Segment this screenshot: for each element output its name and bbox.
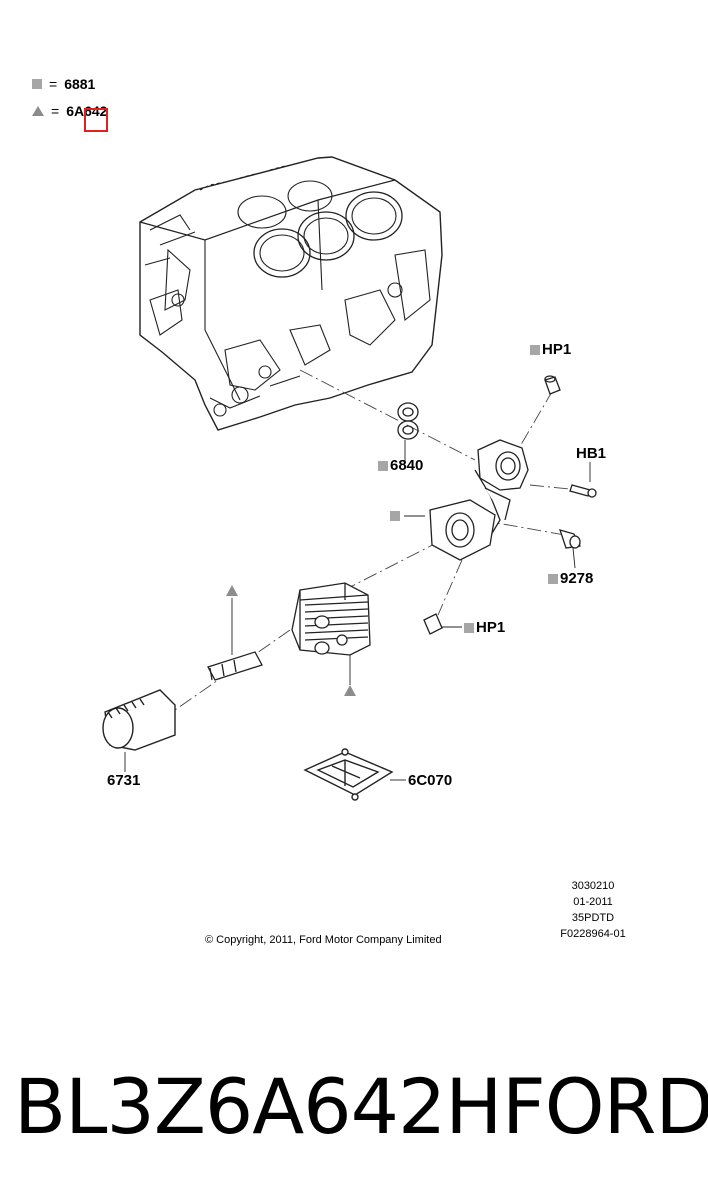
bolt-hb1-illustration (569, 484, 597, 498)
callout-hp1-top: HP1 (530, 341, 571, 358)
engine-block-illustration (139, 156, 443, 431)
callout-6840-label: 6840 (390, 457, 424, 474)
callout-9278-label: 9278 (560, 570, 594, 587)
square-marker-icon (32, 79, 42, 89)
callout-6840: 6840 (378, 457, 423, 474)
callout-hb1-label: HB1 (576, 445, 607, 462)
callout-hb1: HB1 (576, 445, 606, 462)
callout-hp1-top-label: HP1 (542, 341, 572, 358)
callout-hp1-bottom-label: HP1 (476, 619, 506, 636)
oil-filter-6731-illustration (102, 689, 176, 751)
callout-9278: 9278 (548, 570, 593, 587)
legend-square-code: 6881 (64, 76, 96, 92)
highlight-box (84, 108, 108, 132)
legend-equals: = (49, 76, 58, 92)
square-marker-icon (548, 573, 558, 584)
info-line-2: 01-2011 (573, 896, 613, 908)
callout-6731: 6731 (107, 772, 140, 789)
legend-triangle-code: 6A642 (66, 103, 108, 119)
legend-equals: = (51, 103, 60, 119)
callout-hp1-bottom: HP1 (464, 619, 505, 636)
gasket-6840-illustration (397, 402, 419, 440)
legend-triangle-row: = 6A642 (32, 103, 107, 119)
triangle-marker-upper (226, 585, 238, 596)
callout-6c070-label: 6C070 (408, 772, 453, 789)
callout-6c070: 6C070 (408, 772, 452, 789)
info-line-4: F0228964-01 (560, 928, 626, 940)
callout-6731-label: 6731 (107, 772, 141, 789)
square-marker-icon (390, 511, 400, 521)
oil-filter-adapter-illustration (429, 439, 529, 561)
copyright-text: © Copyright, 2011, Ford Motor Company Li… (205, 934, 442, 946)
square-marker-icon (464, 622, 474, 633)
plug-hp1-top-illustration (544, 375, 561, 395)
cover-6c070-illustration (303, 748, 394, 801)
center-tube-illustration (207, 651, 263, 681)
triangle-marker-icon (32, 106, 44, 116)
square-marker-icon (378, 460, 388, 471)
plug-hp1-bottom-illustration (423, 613, 443, 635)
sensor-9278-illustration (558, 529, 581, 549)
triangle-marker-lower (344, 685, 356, 696)
legend-square-row: = 6881 (32, 76, 95, 92)
info-block: 3030210 01-2011 35PDTD F0228964-01 (548, 878, 638, 942)
square-marker-icon (530, 344, 540, 355)
footer-brand: FORD (502, 1062, 708, 1151)
oil-cooler-illustration (291, 582, 371, 656)
info-line-1: 3030210 (571, 880, 615, 892)
info-line-3: 35PDTD (571, 912, 615, 924)
footer-part-number: BL3Z6A642H (14, 1062, 502, 1151)
